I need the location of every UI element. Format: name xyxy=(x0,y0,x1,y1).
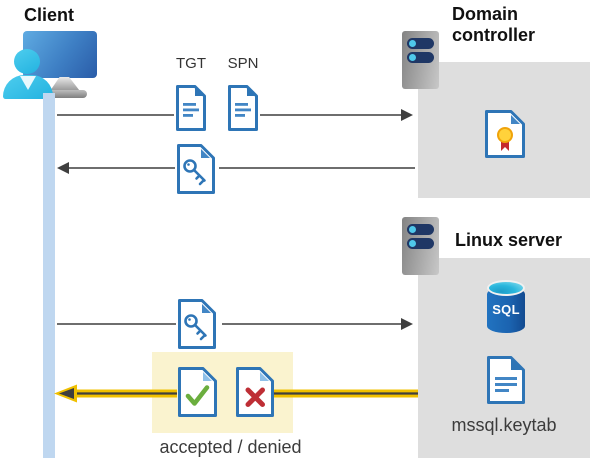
server-icon xyxy=(402,31,439,89)
linux-server-label: Linux server xyxy=(455,230,563,250)
keytab-document-icon xyxy=(487,356,525,404)
server-drive-slot xyxy=(407,238,434,249)
keytab-filename-label: mssql.keytab xyxy=(451,415,557,435)
denied-x-document-icon xyxy=(236,367,274,417)
arrow-dc-to-client xyxy=(57,162,415,174)
key-document-icon xyxy=(178,299,216,349)
arrow-linux-to-client-highlighted xyxy=(54,384,418,403)
sql-database-icon: SQL xyxy=(487,280,525,333)
key-document-icon xyxy=(177,144,215,194)
person-head xyxy=(14,49,40,74)
arrow-client-to-dc xyxy=(57,109,413,121)
server-drive-slot xyxy=(407,224,434,235)
accepted-check-document-icon xyxy=(178,367,217,417)
client-lifeline-bar xyxy=(43,93,55,458)
accepted-denied-caption: accepted / denied xyxy=(159,437,302,457)
ticket-document-icon xyxy=(228,85,258,131)
sql-cylinder-top xyxy=(487,280,525,296)
ticket-document-icon xyxy=(176,85,206,131)
sql-label: SQL xyxy=(492,302,520,317)
tgt-label: TGT xyxy=(176,55,206,72)
server-icon xyxy=(402,217,439,275)
spn-label: SPN xyxy=(227,55,259,72)
client-label: Client xyxy=(24,5,75,25)
arrow-client-to-linux xyxy=(57,318,413,330)
server-drive-slot xyxy=(407,38,434,49)
server-drive-slot xyxy=(407,52,434,63)
monitor-base xyxy=(47,90,87,98)
domain-controller-label: Domain controller xyxy=(452,4,536,46)
certificate-document-icon xyxy=(485,110,525,158)
